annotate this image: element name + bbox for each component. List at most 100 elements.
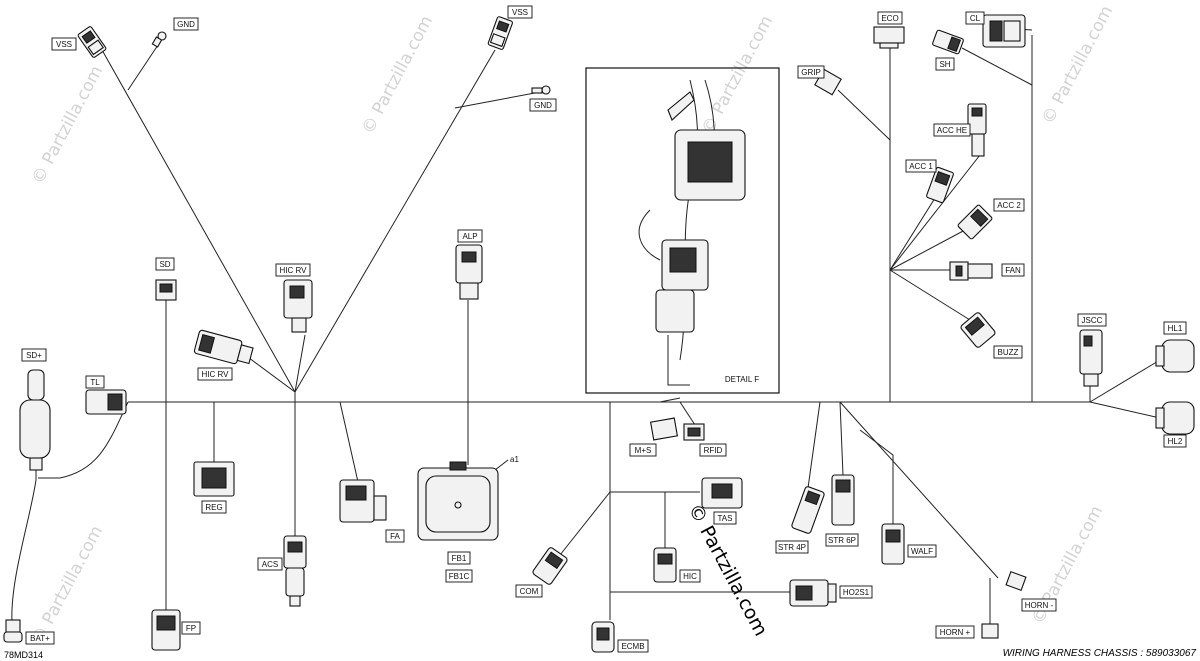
label-fan: FAN: [1001, 263, 1025, 277]
label-com: COM: [515, 584, 543, 598]
hl1-connector: [1155, 339, 1195, 373]
label-acs: ACS: [257, 557, 283, 571]
svg-text:BAT+: BAT+: [30, 634, 50, 643]
svg-text:JSCC: JSCC: [1082, 316, 1103, 325]
svg-text:COM: COM: [520, 587, 539, 596]
label-grip: GRIP: [797, 65, 825, 79]
label-vss-left: VSS: [51, 37, 77, 51]
label-buzz: BUZZ: [993, 345, 1023, 359]
eco-connector: [873, 26, 905, 49]
label-reg: REG: [201, 500, 227, 514]
svg-text:ECMB: ECMB: [621, 642, 644, 651]
label-vss-top: VSS: [507, 5, 533, 19]
svg-text:ACC HE: ACC HE: [937, 126, 967, 135]
svg-text:BUZZ: BUZZ: [998, 348, 1019, 357]
svg-text:HORN +: HORN +: [940, 628, 971, 637]
svg-text:SD: SD: [159, 260, 170, 269]
sh-connector: [932, 29, 964, 55]
diagram-title: WIRING HARNESS CHASSIS : 589033067: [1003, 648, 1197, 659]
svg-text:HL2: HL2: [1168, 437, 1183, 446]
svg-text:HIC RV: HIC RV: [280, 266, 308, 275]
label-bat-plus: BAT+: [25, 631, 55, 645]
svg-text:ECO: ECO: [881, 14, 898, 23]
hic-connector: [653, 547, 677, 583]
label-hl1: HL1: [1163, 321, 1187, 335]
label-sh: SH: [935, 57, 955, 71]
label-gnd-top: GND: [173, 17, 199, 31]
label-horn-plus: HORN +: [935, 625, 975, 639]
gnd-mid-ring-terminal: [531, 85, 551, 95]
tl-connector: [85, 389, 127, 415]
str-6p-connector: [831, 474, 855, 526]
svg-text:TL: TL: [90, 378, 100, 387]
wire-layer: [11, 27, 1161, 628]
alp-connector: [455, 244, 483, 300]
svg-text:WALF: WALF: [911, 547, 933, 556]
ho2s1-connector: [789, 579, 837, 607]
svg-text:M+S: M+S: [635, 446, 652, 455]
hic-rv-top-connector: [283, 279, 313, 333]
label-fa: FA: [385, 529, 405, 543]
fb1-fuse-box: [417, 461, 499, 541]
m-s-connector: [649, 417, 679, 441]
gnd-top-ring-terminal: [151, 31, 167, 48]
acc-he-connector: [967, 103, 987, 157]
acc2-connector: [957, 204, 993, 240]
svg-text:HO2S1: HO2S1: [843, 588, 870, 597]
svg-text:VSS: VSS: [56, 40, 72, 49]
svg-text:REG: REG: [205, 503, 222, 512]
svg-text:HIC RV: HIC RV: [202, 370, 230, 379]
label-hl2: HL2: [1163, 434, 1187, 448]
horn-minus-terminal: [1005, 570, 1027, 592]
label-jscc: JSCC: [1077, 313, 1107, 327]
svg-text:ACC 2: ACC 2: [997, 201, 1021, 210]
label-layer: VSS GND VSS GND ECO CL GRIP SH ACC HE AC…: [21, 5, 1187, 653]
label-gnd-mid: GND: [529, 98, 557, 112]
label-ho2s1: HO2S1: [839, 585, 873, 599]
tas-connector: [701, 477, 743, 509]
svg-text:SH: SH: [939, 60, 950, 69]
svg-text:ALP: ALP: [462, 232, 477, 241]
label-rfid: RFID: [699, 443, 727, 457]
sd-connector: [155, 279, 177, 301]
detail-f-label: DETAIL F: [725, 375, 759, 384]
connector-layer: [3, 14, 1195, 653]
svg-text:TAS: TAS: [718, 514, 733, 523]
sd-plus-fuse-holder: [19, 369, 51, 471]
fp-connector: [151, 609, 181, 651]
label-m-s: M+S: [629, 443, 657, 457]
rfid-connector: [683, 423, 705, 441]
watermark: © Partzilla.com: [698, 12, 777, 137]
vss-top-connector: [487, 16, 513, 50]
svg-text:CL: CL: [970, 14, 981, 23]
walf-connector: [881, 523, 905, 565]
fa-connector: [339, 479, 387, 523]
cl-connector: [982, 14, 1026, 48]
svg-text:SD+: SD+: [26, 351, 42, 360]
detail-f-panel: DETAIL F: [585, 67, 780, 394]
svg-text:HIC: HIC: [683, 572, 697, 581]
ecmb-connector: [591, 621, 615, 653]
label-tl: TL: [85, 375, 105, 389]
label-hic-rv-left: HIC RV: [197, 367, 233, 381]
svg-text:HL1: HL1: [1168, 324, 1183, 333]
svg-text:FB1: FB1: [452, 554, 467, 563]
acc1-connector: [926, 166, 954, 204]
watermark: © Partzilla.com: [358, 12, 437, 137]
label-sd: SD: [155, 257, 175, 271]
svg-text:STR 4P: STR 4P: [778, 543, 806, 552]
buzz-connector: [960, 312, 996, 348]
svg-text:ACC 1: ACC 1: [909, 162, 933, 171]
label-fb1: FB1: [447, 551, 471, 565]
svg-text:FAN: FAN: [1005, 266, 1021, 275]
hic-rv-left-connector: [193, 329, 254, 365]
label-str-6p: STR 6P: [825, 533, 859, 547]
label-cl: CL: [965, 11, 985, 25]
jscc-connector: [1079, 329, 1103, 387]
label-horn-minus: HORN -: [1021, 598, 1057, 612]
svg-text:STR 6P: STR 6P: [828, 536, 856, 545]
watermark: © Partzilla.com: [28, 62, 107, 187]
label-acc-he: ACC HE: [933, 123, 971, 137]
watermark: © Partzilla.com: [28, 522, 107, 647]
fan-connector: [949, 261, 993, 281]
